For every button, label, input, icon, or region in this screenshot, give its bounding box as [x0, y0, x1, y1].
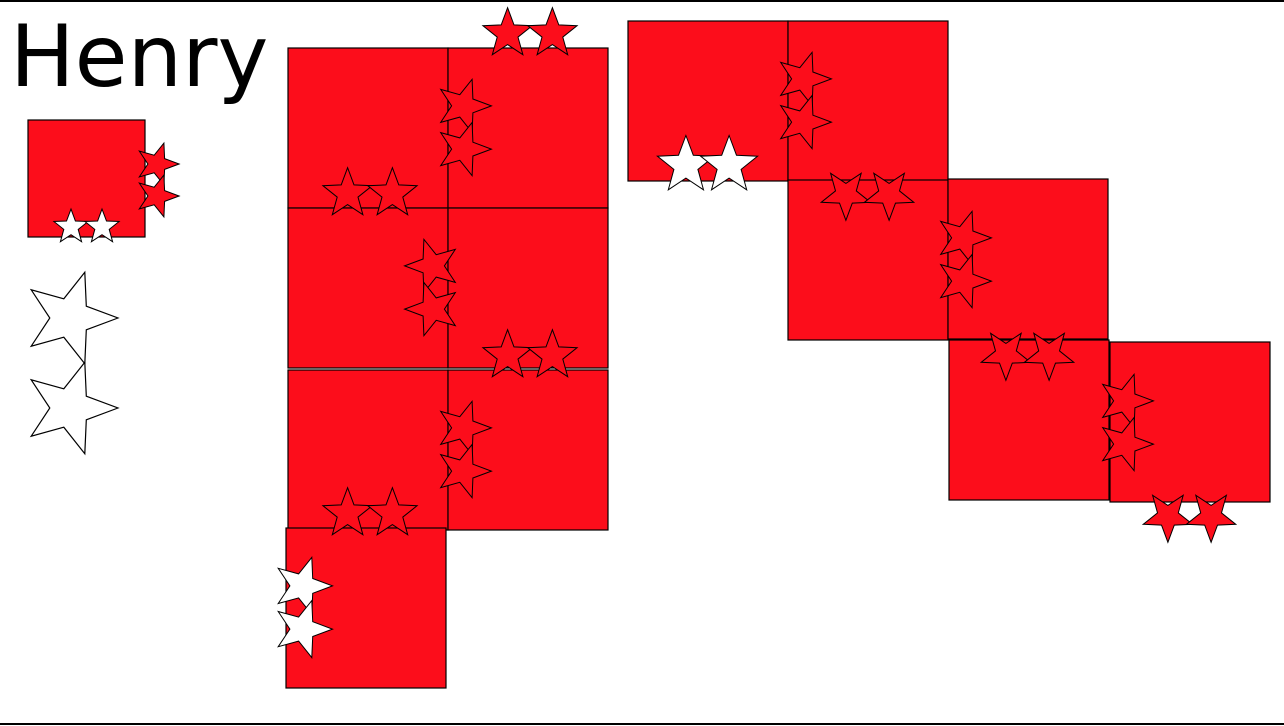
tile	[627, 20, 789, 182]
star-tab	[526, 6, 579, 56]
star-pair-icon	[29, 270, 120, 456]
tile	[287, 207, 449, 369]
tile	[447, 47, 609, 209]
star-tab	[321, 486, 374, 536]
star-tab	[366, 166, 419, 216]
star-tab	[366, 486, 419, 536]
star-notch	[52, 207, 90, 243]
star-tab	[939, 253, 993, 310]
star-tab	[481, 328, 534, 378]
tile	[285, 527, 447, 689]
star-tab	[863, 172, 916, 222]
tile	[27, 119, 146, 238]
star-tab	[1101, 416, 1155, 473]
tile	[787, 20, 949, 182]
star-tile-icon	[27, 119, 181, 243]
right-tile-group	[627, 20, 1271, 544]
tile	[287, 47, 449, 209]
star-tab	[526, 328, 579, 378]
star-notch	[83, 207, 121, 243]
star-tab	[439, 443, 493, 500]
tile	[447, 207, 609, 369]
page-title: Henry	[10, 7, 268, 107]
tile	[447, 369, 609, 531]
tile	[287, 369, 449, 531]
tile	[787, 179, 949, 341]
star-tab	[439, 121, 493, 178]
star-tab	[481, 6, 534, 56]
star-tab	[403, 281, 457, 338]
star-icon	[29, 270, 120, 366]
star-notch	[699, 134, 759, 191]
tile	[1109, 341, 1271, 503]
star-tab	[779, 94, 833, 151]
tile	[948, 339, 1110, 501]
star-notch	[277, 599, 334, 659]
tile	[947, 178, 1109, 340]
left-tile-group	[277, 6, 609, 689]
star-tab	[321, 166, 374, 216]
star-icon	[29, 360, 120, 456]
star-tab	[138, 173, 181, 219]
star-tab	[1185, 494, 1238, 544]
star-tab	[1023, 332, 1076, 382]
